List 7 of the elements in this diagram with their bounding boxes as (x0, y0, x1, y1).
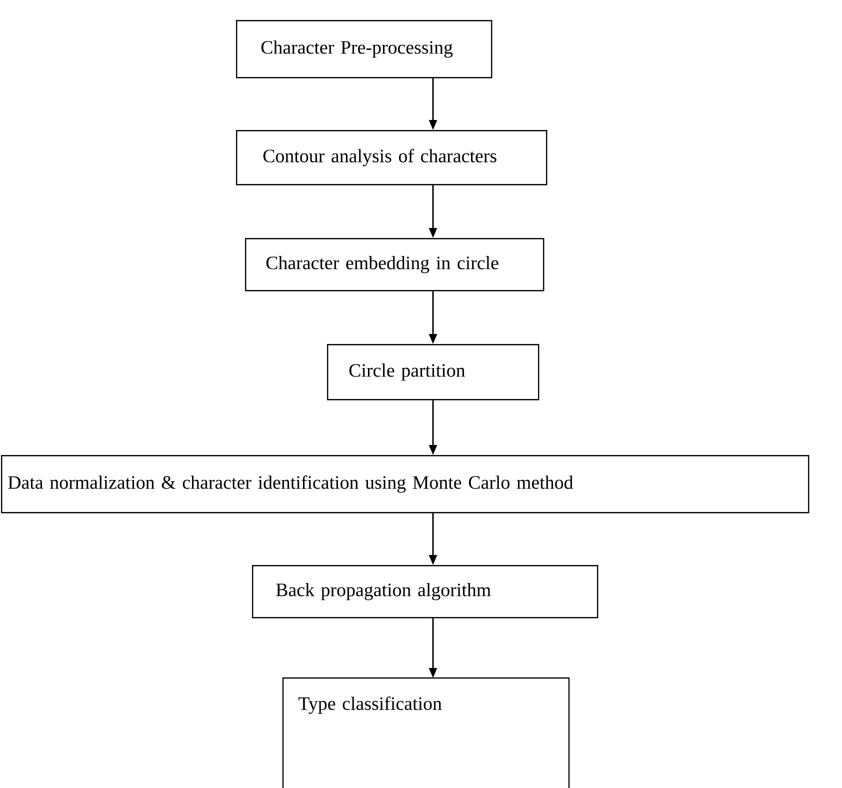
process-box: Data normalization & character identification using Monte Carlo method (1, 455, 810, 514)
process-box: Type classification (282, 677, 570, 788)
process-box: Character Pre-processing (236, 20, 492, 78)
process-box: Character embedding in circle (245, 238, 544, 292)
process-box: Back propagation algorithm (252, 565, 598, 618)
process-box: Contour analysis of characters (236, 130, 548, 186)
process-box: Circle partition (327, 344, 540, 400)
